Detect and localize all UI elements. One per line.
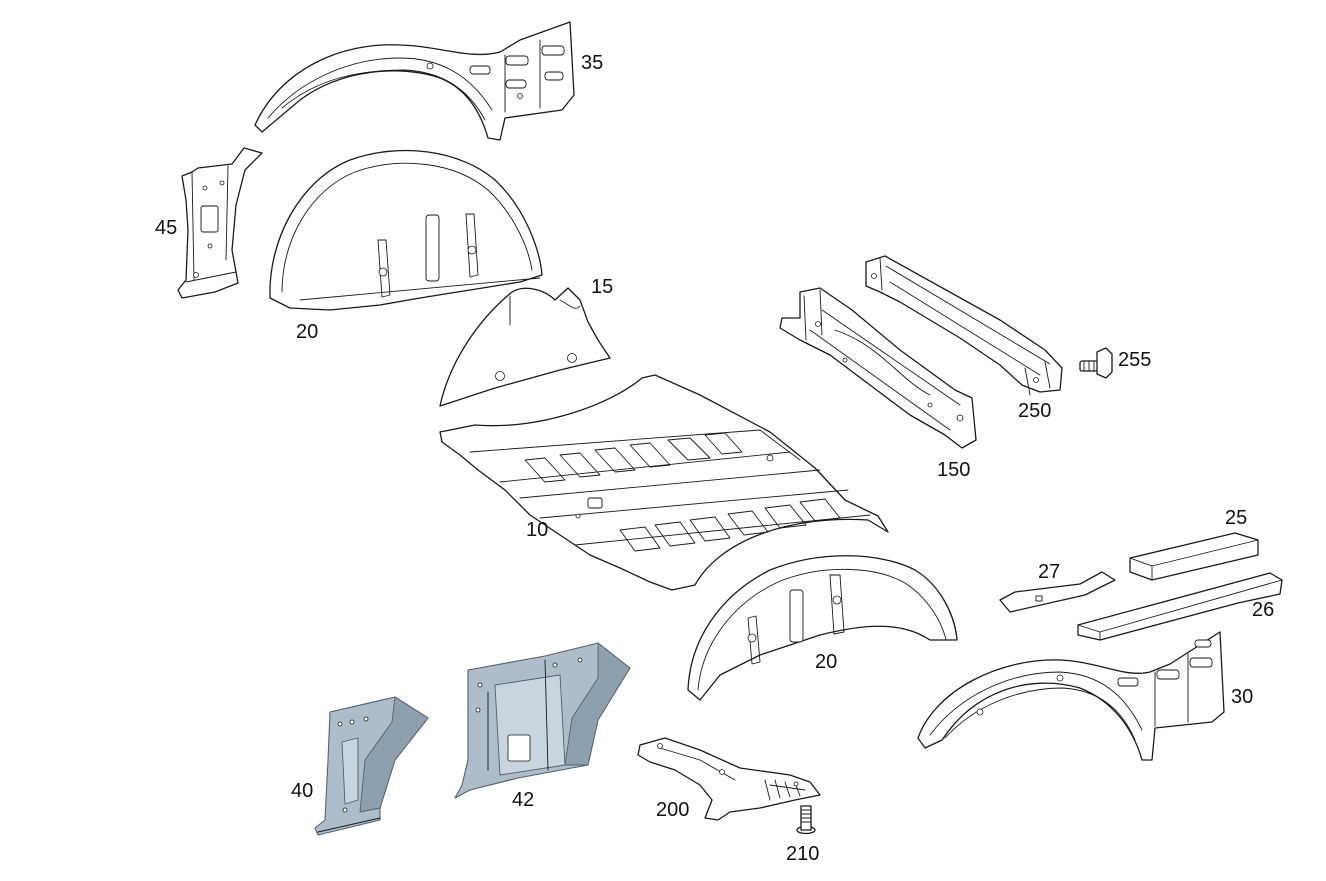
label-20-lower: 20 (815, 651, 837, 673)
label-10: 10 (526, 519, 548, 541)
part-20-wheel-arch-inner-lower[interactable] (687, 555, 958, 701)
part-45-pillar-bracket[interactable] (177, 147, 263, 299)
part-26-insulation-strip[interactable] (1077, 572, 1283, 641)
label-200: 200 (656, 799, 689, 821)
part-210-bolt[interactable] (796, 805, 816, 835)
label-210: 210 (786, 843, 819, 865)
label-45: 45 (155, 217, 177, 239)
part-30-wheel-arch-outer[interactable] (917, 631, 1225, 761)
part-200-bracket[interactable] (637, 737, 821, 821)
part-255-bolt[interactable] (1079, 347, 1113, 379)
label-255: 255 (1118, 349, 1151, 371)
part-15-closing-plate[interactable] (439, 287, 611, 407)
label-35: 35 (581, 52, 603, 74)
label-15: 15 (591, 276, 613, 298)
part-25-insulation-block[interactable] (1129, 532, 1259, 581)
part-40-pillar-section[interactable] (314, 696, 429, 836)
part-27-foil-strip[interactable] (999, 571, 1116, 613)
label-26: 26 (1252, 599, 1274, 621)
part-10-rear-floor[interactable] (439, 374, 889, 591)
label-27: 27 (1038, 561, 1060, 583)
label-30: 30 (1231, 686, 1253, 708)
label-20-upper: 20 (296, 321, 318, 343)
label-42: 42 (512, 789, 534, 811)
part-20-wheel-arch-inner-upper[interactable] (269, 149, 543, 311)
label-250: 250 (1018, 400, 1051, 422)
part-250-rail[interactable] (865, 255, 1063, 396)
label-25: 25 (1225, 507, 1247, 529)
label-150: 150 (937, 459, 970, 481)
part-42-pillar-reinforcement[interactable] (454, 642, 631, 799)
part-150-cross-member[interactable] (779, 287, 977, 449)
label-40: 40 (291, 780, 313, 802)
part-35-wheel-arch-outer[interactable] (254, 21, 575, 141)
